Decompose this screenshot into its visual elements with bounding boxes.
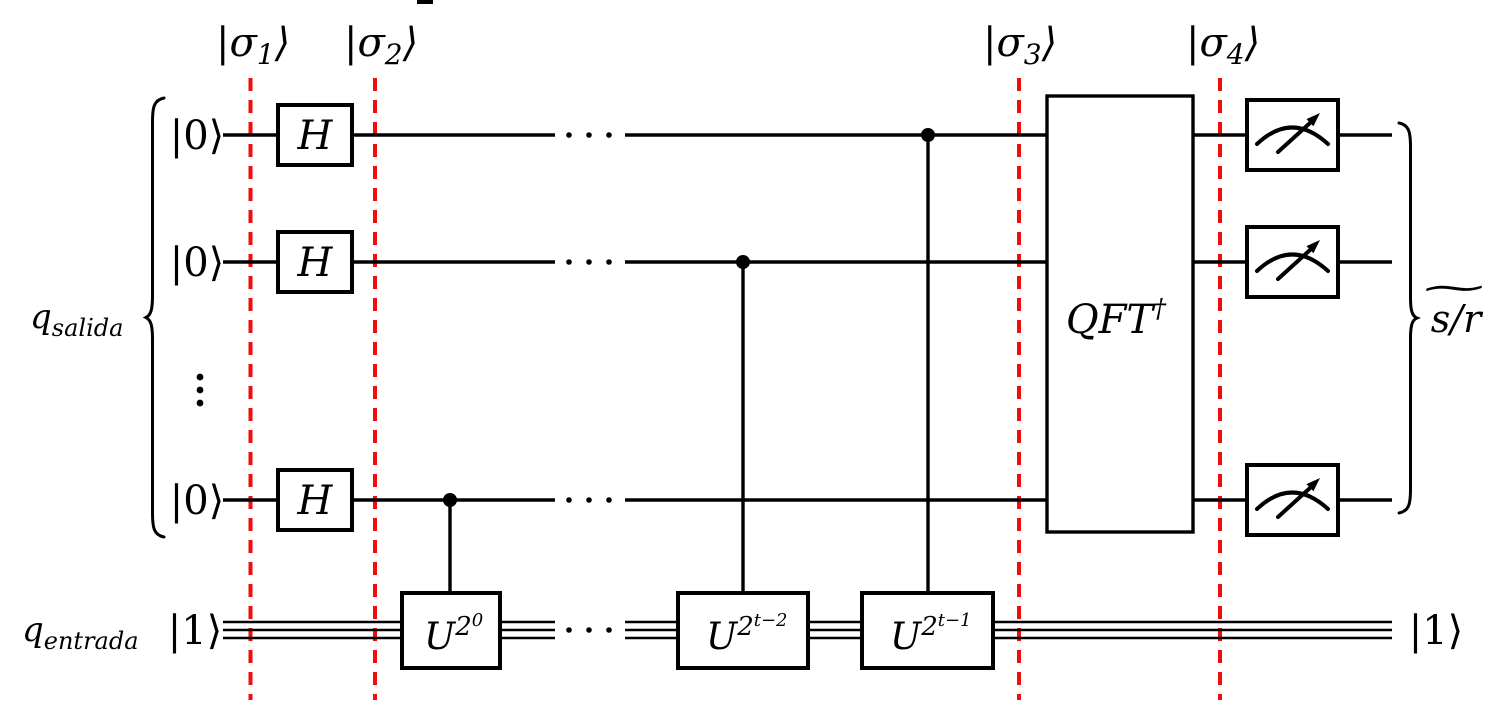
output-register-label: qsalida [30, 297, 123, 342]
output-register-brace [142, 96, 166, 539]
input-register-label: qentrada [22, 610, 139, 655]
hadamard-gate-q1: H [276, 230, 354, 294]
stage-label-sigma2: |σ2⟩ [344, 20, 418, 71]
control-dot-q1 [736, 255, 750, 269]
input-bus-segment [223, 620, 402, 640]
result-tilde: ∼ [1417, 268, 1491, 308]
meter-arc [1255, 252, 1330, 273]
measurement-gate-q1 [1245, 225, 1340, 299]
control-dot-q0 [921, 128, 935, 142]
hadamard-label: H [297, 478, 334, 524]
meter-needle-arrowhead [1306, 478, 1320, 492]
result-brace [1397, 121, 1422, 515]
ellipsis-horizontal-input [566, 627, 612, 633]
input-bus-segment [808, 620, 862, 640]
measurement-gate-q0 [1245, 98, 1340, 172]
ellipsis-horizontal-q2 [566, 497, 612, 503]
qft-dagger-label: QFT† [1066, 294, 1167, 343]
measurement-gate-q2 [1245, 463, 1340, 537]
ket-zero-q1: |0⟩ [170, 240, 225, 286]
input-bus-segment [500, 620, 555, 640]
ellipsis-vertical-register [196, 373, 204, 407]
hadamard-gate-q0: H [276, 103, 354, 167]
meter-needle [1276, 486, 1312, 519]
qft-dagger-gate: QFT† [1045, 94, 1195, 534]
controlled-u-label: U2t−1 [890, 610, 972, 658]
hadamard-gate-q2: H [276, 468, 354, 532]
meter-needle [1276, 121, 1312, 154]
meter-arc [1255, 490, 1330, 511]
control-dot-q2 [443, 493, 457, 507]
stage-label-sigma1: |σ1⟩ [216, 20, 290, 71]
meter-needle-arrowhead [1306, 113, 1320, 127]
ket-zero-q0: |0⟩ [170, 113, 225, 159]
meter-needle [1276, 248, 1312, 281]
controlled-u-label: U20 [424, 610, 483, 658]
input-bus-segment [625, 620, 678, 640]
input-bus [223, 620, 1392, 640]
ket-zero-q2: |0⟩ [170, 478, 225, 524]
ellipsis-horizontal-q1 [566, 259, 612, 265]
input-bus-segment [993, 620, 1392, 640]
cropped-text-artifact [417, 0, 433, 4]
controlled-u-label: U2t−2 [706, 610, 788, 658]
controlled-u-gate-t-2: U2t−2 [676, 591, 810, 670]
controlled-u-gate-0: U20 [400, 591, 502, 670]
barrier-lines [248, 78, 1222, 700]
ket-one-input-left: |1⟩ [168, 608, 223, 654]
stage-labels: |σ1⟩ |σ2⟩ |σ3⟩ |σ4⟩ [216, 20, 1260, 71]
controlled-u-gate-t-1: U2t−1 [860, 591, 995, 670]
hadamard-label: H [297, 113, 334, 159]
result-fraction: s/r [1431, 297, 1484, 341]
result-label: ∼ s/r [1417, 268, 1491, 341]
stage-label-sigma3: |σ3⟩ [983, 20, 1057, 71]
stage-label-sigma4: |σ4⟩ [1186, 20, 1260, 71]
ket-one-input-right: |1⟩ [1409, 608, 1464, 654]
hadamard-label: H [297, 240, 334, 286]
ellipsis-horizontal-q0 [566, 132, 612, 138]
meter-needle-arrowhead [1306, 240, 1320, 254]
meter-arc [1255, 125, 1330, 146]
